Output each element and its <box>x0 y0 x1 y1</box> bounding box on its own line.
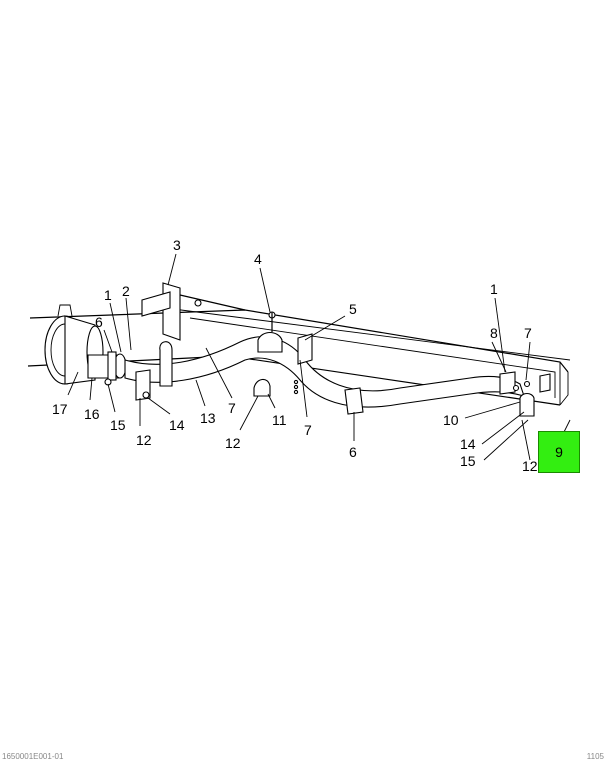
leader-lines <box>67 253 571 461</box>
callout-4: 4 <box>254 251 262 267</box>
exhaust-pipe <box>124 336 525 415</box>
callout-12: 12 <box>522 458 538 474</box>
callout-13: 13 <box>200 410 216 426</box>
callout-10: 10 <box>443 412 459 428</box>
callout-14: 14 <box>460 436 476 452</box>
callout-16: 16 <box>84 406 100 422</box>
callout-7: 7 <box>304 422 312 438</box>
callout-8: 8 <box>490 325 498 341</box>
callout-14: 14 <box>169 417 185 433</box>
callout-17: 17 <box>52 401 68 417</box>
callout-1: 1 <box>104 287 112 303</box>
callout-labels: 3 4 5 1 2 6 1 8 7 17 16 15 12 14 13 7 11… <box>52 237 538 474</box>
callout-7: 7 <box>228 400 236 416</box>
drawing-number: 1650001E001-01 <box>2 752 64 761</box>
inlet-pipe <box>87 351 127 381</box>
callout-11: 11 <box>272 412 287 428</box>
frame-brackets <box>141 282 551 395</box>
callout-3: 3 <box>173 237 181 253</box>
callout-1: 1 <box>490 281 498 297</box>
hanger-straps <box>135 331 535 417</box>
callout-2: 2 <box>122 283 130 299</box>
highlighted-part-label: 9 <box>555 444 563 460</box>
highlighted-part-9[interactable]: 9 <box>538 431 580 473</box>
fasteners <box>104 299 531 399</box>
callout-5: 5 <box>349 301 357 317</box>
callout-15: 15 <box>460 453 476 469</box>
page-code: 1105 <box>586 752 604 761</box>
callout-6: 6 <box>95 314 103 330</box>
callout-15: 15 <box>110 417 126 433</box>
callout-7: 7 <box>524 325 532 341</box>
callout-12: 12 <box>136 432 152 448</box>
callout-6: 6 <box>349 444 357 460</box>
callout-12: 12 <box>225 435 241 451</box>
